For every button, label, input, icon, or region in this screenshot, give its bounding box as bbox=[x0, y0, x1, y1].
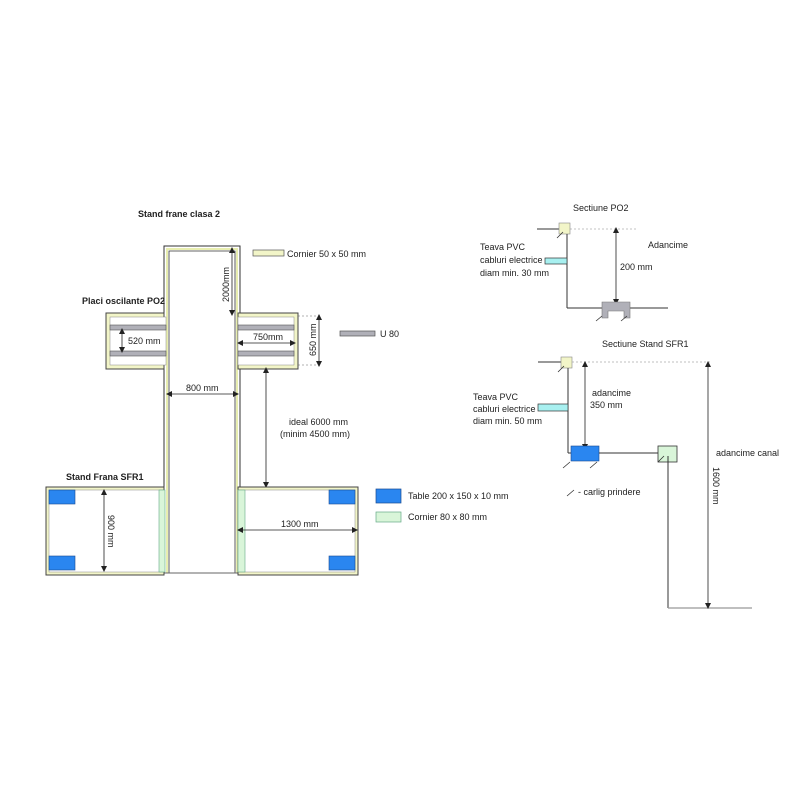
sfr1-depth-line1: adancime bbox=[592, 388, 631, 398]
po2-pipe-line2: cabluri electrice bbox=[480, 255, 543, 265]
section-sfr1: Sectiune Stand SFR1 Teava PVC cabluri el… bbox=[473, 339, 779, 609]
hook-icon bbox=[657, 455, 665, 463]
table-plate bbox=[48, 489, 76, 505]
central-lane bbox=[163, 245, 241, 574]
legend-swatch-table bbox=[375, 488, 402, 504]
hook-icon bbox=[595, 315, 603, 322]
canal-label: adancime canal bbox=[716, 448, 779, 458]
sfr1-right-stand: 1300 mm bbox=[237, 486, 359, 576]
dim-650: 650 mm bbox=[308, 323, 318, 356]
section-po2: Sectiune PO2 Teava PVC cabluri electrice… bbox=[480, 203, 688, 322]
table-plate bbox=[328, 489, 356, 505]
hook-icon bbox=[557, 365, 565, 373]
po2-pipe-line1: Teava PVC bbox=[480, 242, 526, 252]
cornier-50 bbox=[558, 222, 571, 235]
sfr1-depth-line2: 350 mm bbox=[590, 400, 623, 410]
table-plate bbox=[48, 555, 76, 571]
legend-swatch-cornier-50 bbox=[252, 249, 285, 257]
hook-icon bbox=[620, 315, 628, 322]
legend-swatch-u80 bbox=[339, 330, 376, 337]
dim-ideal: ideal 6000 mm bbox=[289, 417, 348, 427]
legend-swatch-cornier-80 bbox=[375, 511, 402, 523]
u80-beam bbox=[109, 324, 167, 331]
dim-800: 800 mm bbox=[186, 383, 219, 393]
hook-icon bbox=[589, 461, 598, 469]
po2-pipe-line3: diam min. 30 mm bbox=[480, 268, 549, 278]
u80-beam bbox=[109, 350, 167, 357]
cornier-80 bbox=[237, 489, 246, 573]
u80-profile bbox=[601, 301, 631, 319]
dim-2000: 2000mm bbox=[221, 267, 231, 302]
section-po2-title: Sectiune PO2 bbox=[573, 203, 629, 213]
dim-520: 520 mm bbox=[128, 336, 161, 346]
pvc-pipe bbox=[544, 257, 568, 265]
legend-table: Table 200 x 150 x 10 mm bbox=[408, 491, 509, 501]
plan-title: Stand frane clasa 2 bbox=[138, 209, 220, 219]
legend-u80: U 80 bbox=[380, 329, 399, 339]
po2-label: Placi oscilante PO2 bbox=[82, 296, 165, 306]
table-plate bbox=[328, 555, 356, 571]
hook-icon bbox=[566, 489, 575, 497]
po2-depth-label: Adancime bbox=[648, 240, 688, 250]
legend: Cornier 50 x 50 mm U 80 Table 200 x 150 … bbox=[252, 249, 509, 523]
section-sfr1-title: Sectiune Stand SFR1 bbox=[602, 339, 689, 349]
sfr1-pipe-line3: diam min. 50 mm bbox=[473, 416, 542, 426]
legend-cornier-80: Cornier 80 x 80 mm bbox=[408, 512, 487, 522]
hook-icon bbox=[562, 461, 571, 469]
u80-beam bbox=[237, 324, 295, 331]
legend-cornier-50: Cornier 50 x 50 mm bbox=[287, 249, 366, 259]
canal-value: 1600 mm bbox=[711, 467, 721, 505]
po2-right-plate: 750mm 650 mm bbox=[237, 312, 322, 370]
dim-minim: (minim 4500 mm) bbox=[280, 429, 350, 439]
sfr1-pipe-line2: cabluri electrice bbox=[473, 404, 536, 414]
po2-depth-value: 200 mm bbox=[620, 262, 653, 272]
hook-icon bbox=[556, 231, 564, 239]
table-plate bbox=[570, 445, 600, 462]
hook-legend: - carlig prindere bbox=[578, 487, 641, 497]
dim-750: 750mm bbox=[253, 332, 283, 342]
cornier-50 bbox=[560, 356, 573, 369]
sfr1-left-stand: 900 mm bbox=[45, 486, 166, 576]
u80-beam bbox=[237, 350, 295, 357]
dim-1300: 1300 mm bbox=[281, 519, 319, 529]
cornier-80 bbox=[158, 489, 166, 573]
pvc-pipe bbox=[537, 403, 569, 412]
po2-left-plate: 520 mm bbox=[105, 312, 167, 370]
sfr1-pipe-line1: Teava PVC bbox=[473, 392, 519, 402]
dim-900: 900 mm bbox=[106, 515, 116, 548]
sfr1-label: Stand Frana SFR1 bbox=[66, 472, 144, 482]
